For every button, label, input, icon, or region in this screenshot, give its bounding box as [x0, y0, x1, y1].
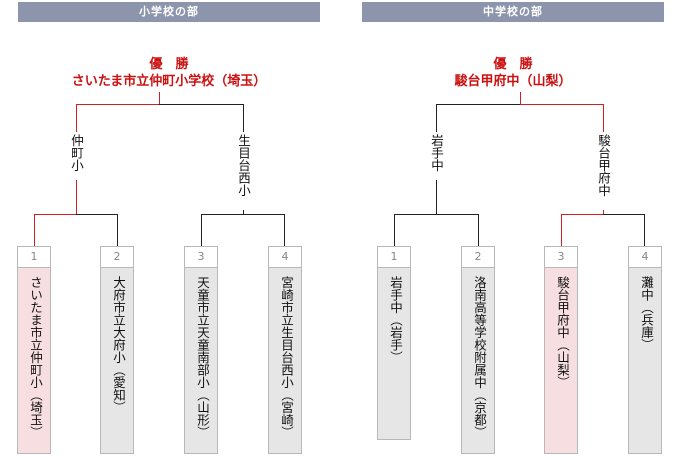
junior-high-team-card: 1 岩手中（岩手）	[377, 246, 411, 440]
elementary-final-drop-left	[76, 104, 77, 132]
elementary-final-drop-right	[243, 104, 244, 132]
junior-high-semifinalist-left: 岩手中	[429, 134, 444, 172]
junior-high-semi-right-bar-b	[603, 214, 645, 215]
elementary-semi-left-drop-a	[34, 214, 35, 246]
team-name: さいたま市立仲町小（埼玉）	[28, 276, 43, 439]
junior-high-semi-right-drop-a	[561, 214, 562, 246]
junior-high-final-drop-right	[603, 104, 604, 132]
seed-number: 3	[185, 247, 217, 268]
elementary-champion: 優 勝 さいたま市立仲町小学校（埼玉）	[18, 56, 320, 90]
elementary-semi-right-drop-a	[201, 214, 202, 246]
elementary-semi-right-drop-b	[284, 214, 285, 246]
seed-number: 2	[462, 247, 494, 268]
elementary-semi-left-bar-a	[34, 214, 77, 215]
team-name: 駿台甲府中（山梨）	[555, 276, 570, 389]
seed-number: 1	[378, 247, 410, 268]
elementary-team-card: 3 天童市立天童南部小（山形）	[184, 246, 218, 454]
junior-high-semi-left-drop-a	[394, 214, 395, 246]
elementary-team-card: 1 さいたま市立仲町小（埼玉）	[17, 246, 51, 454]
elementary-final-bar-left	[76, 104, 160, 105]
seed-number: 1	[18, 247, 50, 268]
junior-high-team-card: 2 洛南高等学校附属中（京都）	[461, 246, 495, 454]
team-name: 灘中（兵庫）	[639, 276, 654, 351]
elementary-team-card: 2 大府市立大府小（愛知）	[100, 246, 134, 454]
junior-high-champion-name: 駿台甲府中（山梨）	[454, 74, 572, 89]
elementary-final-stem	[159, 92, 160, 104]
elementary-semifinalist-right: 生目台西小	[236, 134, 251, 197]
elementary-header: 小学校の部	[18, 2, 320, 22]
junior-high-header: 中学校の部	[362, 2, 664, 22]
elementary-semi-left-stem	[76, 180, 77, 214]
junior-high-semi-right-stem	[603, 210, 604, 214]
junior-high-final-stem	[520, 92, 521, 104]
junior-high-champion: 優 勝 駿台甲府中（山梨）	[362, 56, 664, 90]
junior-high-champion-label: 優 勝	[493, 57, 533, 72]
elementary-champion-name: さいたま市立仲町小学校（埼玉）	[71, 74, 267, 89]
junior-high-final-bar-left	[436, 104, 521, 105]
junior-high-team-card: 3 駿台甲府中（山梨）	[544, 246, 578, 454]
elementary-semifinalist-left: 仲町小	[69, 134, 84, 172]
elementary-team-card: 4 宮崎市立生目台西小（宮崎）	[268, 246, 302, 454]
junior-high-semi-left-drop-b	[478, 214, 479, 246]
elementary-champion-label: 優 勝	[149, 57, 189, 72]
junior-high-semifinalist-right: 駿台甲府中	[596, 134, 611, 197]
seed-number: 4	[629, 247, 661, 268]
junior-high-final-bar-right	[520, 104, 604, 105]
junior-high-semi-right-bar-a	[561, 214, 604, 215]
team-name: 宮崎市立生目台西小（宮崎）	[279, 276, 294, 439]
seed-number: 3	[545, 247, 577, 268]
team-name: 天童市立天童南部小（山形）	[195, 276, 210, 439]
elementary-final-bar-right	[159, 104, 244, 105]
elementary-semi-left-drop-b	[117, 214, 118, 246]
elementary-semi-right-bar	[201, 214, 285, 215]
team-name: 洛南高等学校附属中（京都）	[472, 276, 487, 439]
junior-high-semi-right-drop-b	[644, 214, 645, 246]
elementary-semi-left-bar-b	[76, 214, 118, 215]
elementary-semi-right-stem	[243, 210, 244, 214]
junior-high-team-card: 4 灘中（兵庫）	[628, 246, 662, 454]
team-name: 岩手中（岩手）	[388, 276, 403, 364]
junior-high-semi-left-stem	[436, 180, 437, 214]
team-name: 大府市立大府小（愛知）	[111, 276, 126, 414]
seed-number: 2	[101, 247, 133, 268]
junior-high-final-drop-left	[436, 104, 437, 132]
seed-number: 4	[269, 247, 301, 268]
junior-high-semi-left-bar	[394, 214, 479, 215]
